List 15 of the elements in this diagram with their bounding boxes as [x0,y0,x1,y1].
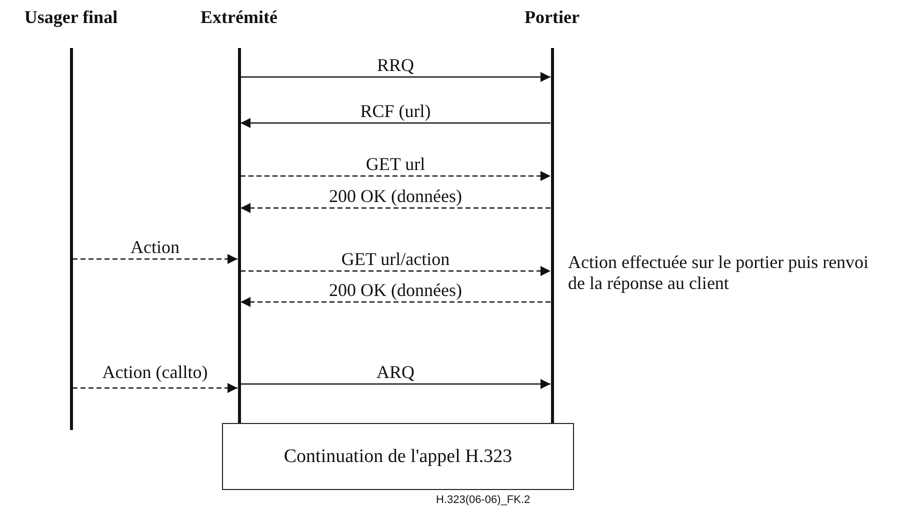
message-arrow [72,254,238,264]
box-text: Continuation de l'appel H.323 [284,446,512,468]
message-arrow [240,266,550,276]
process-box [222,423,574,490]
lifeline-header: Extrémité [200,6,278,28]
message-arrow [240,171,550,181]
message-arrow [240,72,550,82]
message-arrow [240,118,550,128]
message-arrow [72,383,238,393]
lifeline-header: Usager final [24,6,118,28]
lifeline-header: Portier [524,6,580,28]
message-arrow [240,379,550,389]
message-arrow [240,203,550,213]
message-arrow [240,297,550,307]
annotation: Action effectuée sur le portier puis renvoi de la réponse au client [568,252,870,294]
